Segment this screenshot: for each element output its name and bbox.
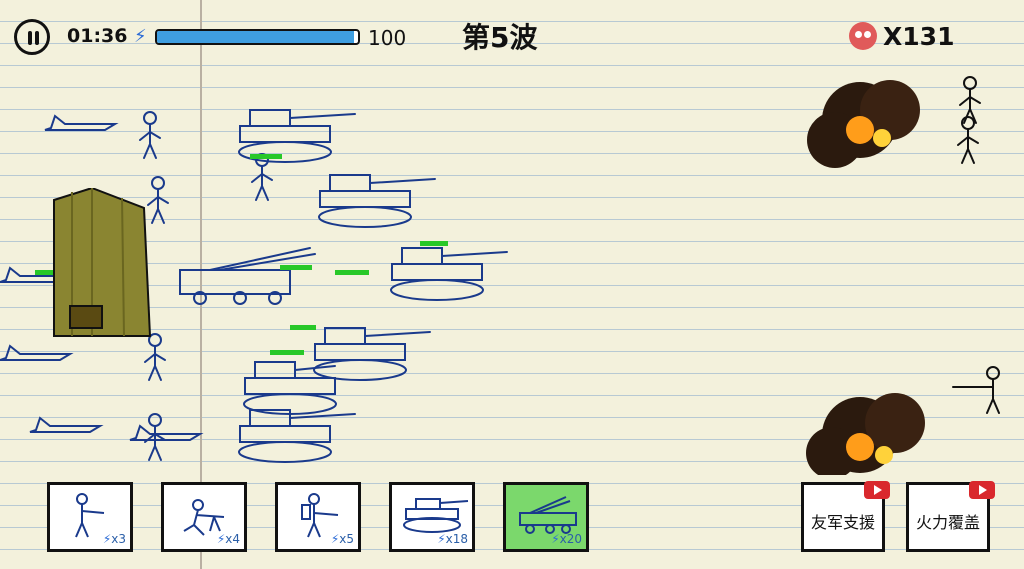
skull-icon [849,22,877,50]
unit-card-flamethrower[interactable]: ⚡x5 [275,482,361,552]
card-cost: x3 [111,532,126,546]
card-cost: x18 [445,532,468,546]
allied-tank [238,409,356,463]
wave-timer: 01:36 [67,25,128,47]
allied-rocket-truck [179,247,316,305]
allied-tank [243,361,337,415]
energy-bolt-icon: ⚡ [330,532,340,546]
explosion [807,80,920,168]
allied-support-button[interactable]: 友军支援 [801,481,890,552]
allied-jet [29,416,104,433]
energy-bolt-icon: ⚡ [134,26,147,47]
pause-button[interactable] [14,19,50,55]
energy-bolt-icon: ⚡ [102,532,112,546]
flamethrower-icon [301,493,339,538]
card-cost: x5 [339,532,354,546]
kill-count: X131 [883,22,955,51]
energy-bar-fill [157,31,354,43]
fire-cover-label: 火力覆盖 [915,513,980,532]
fire-cover-button[interactable]: 火力覆盖 [906,481,995,552]
unit-card-tank[interactable]: ⚡x18 [389,482,475,552]
allied-soldier [147,176,169,224]
allied-support-label: 友军支援 [810,513,875,532]
rocket-launcher-icon [519,496,577,534]
pause-icon [28,31,32,45]
allied-tank [238,109,356,163]
unit-card-rocket-launcher[interactable]: ⚡x20 [503,482,589,552]
energy-bolt-icon: ⚡ [437,532,446,546]
card-cost: x20 [559,532,582,546]
energy-bar [155,29,360,45]
allied-soldier [139,111,161,159]
energy-bolt-icon: ⚡ [551,532,560,546]
video-ad-icon [864,481,890,499]
video-ad-icon [969,481,995,499]
tank-icon [403,498,469,533]
energy-bolt-icon: ⚡ [216,532,226,546]
card-cost: x4 [225,532,240,546]
rifleman-icon [75,493,105,538]
machine-gunner-icon [183,499,225,536]
allied-soldier [144,413,166,461]
allied-tank [390,247,508,301]
hq-tent [53,188,152,337]
enemy-soldier [959,76,981,124]
allied-jet [0,344,74,361]
unit-card-machine-gunner[interactable]: ⚡x4 [161,482,247,552]
enemy-soldier [957,116,979,164]
battlefield [0,76,1000,475]
allied-jet [129,424,204,441]
unit-card-rifleman[interactable]: ⚡x3 [47,482,133,552]
allied-tank [313,327,431,381]
explosion [806,393,925,475]
wave-title: 第5波 [462,21,538,54]
allied-tank [318,174,436,228]
allied-soldier [144,333,166,381]
enemy-soldier [952,366,1000,414]
energy-max-value: 100 [368,26,407,50]
allied-jet [44,114,119,131]
notebook-margin-line [200,0,202,569]
